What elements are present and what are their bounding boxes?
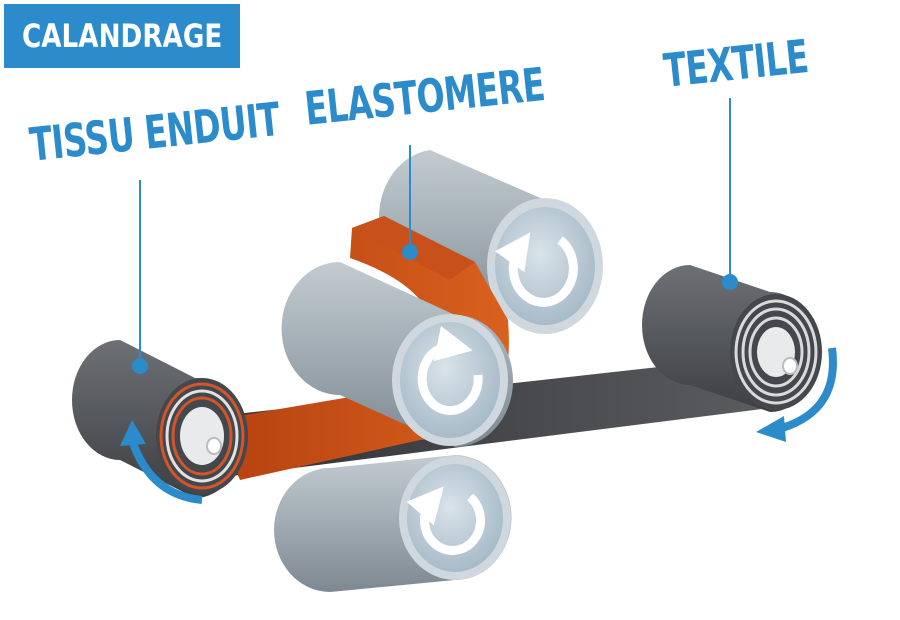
top-roller — [379, 150, 603, 334]
bottom-roller — [274, 455, 512, 592]
coated-fabric-roll — [72, 340, 248, 498]
rotation-arrow-icon — [417, 325, 483, 415]
rotation-arrow-icon — [494, 232, 578, 307]
rotation-arrow-icon — [406, 486, 485, 555]
callout-leaders — [132, 98, 738, 374]
rotation-arrow-icon — [780, 347, 837, 432]
rotation-arrow-icon — [128, 438, 203, 504]
middle-roller — [281, 262, 513, 447]
title-badge: CALANDRAGE — [4, 4, 240, 68]
page-title: CALANDRAGE — [21, 17, 223, 55]
textile-roll — [642, 265, 822, 412]
